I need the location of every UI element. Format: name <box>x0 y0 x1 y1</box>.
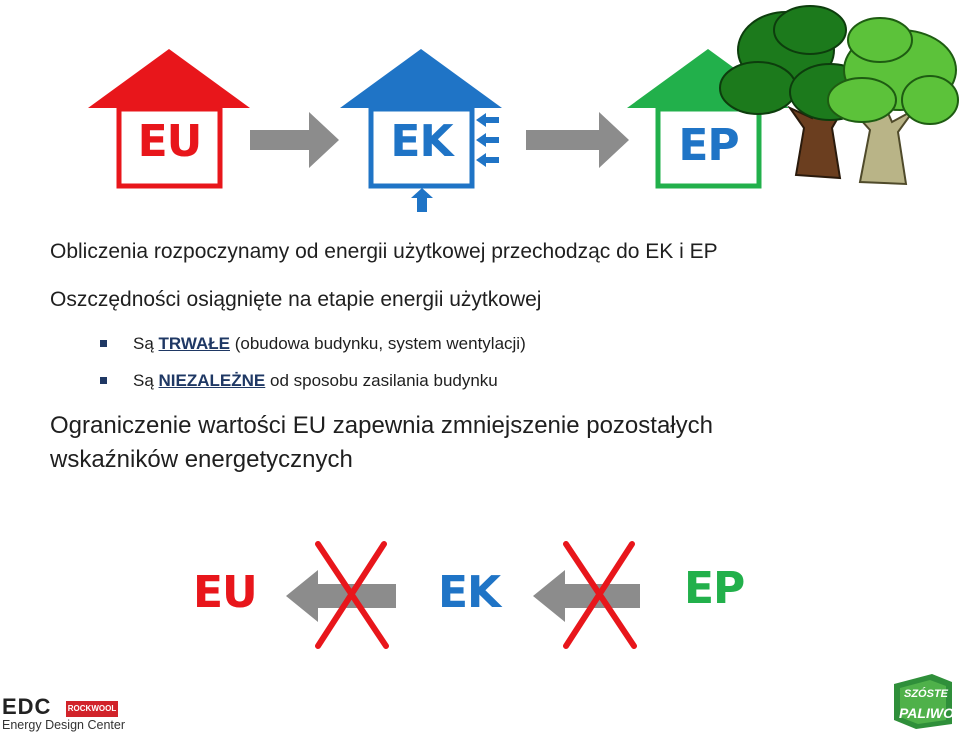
bottom-label-ep: EP <box>684 563 745 614</box>
cross-out-icon <box>563 541 637 649</box>
cross-out-icon <box>315 541 389 649</box>
house-ek <box>340 49 502 212</box>
house-label-eu: EU <box>137 116 203 167</box>
house-label-ep: EP <box>678 120 739 171</box>
text-line-3b: wskaźników energetycznych <box>50 446 353 473</box>
bullet-item-2: Są NIEZALEŻNE od sposobu zasilania budyn… <box>133 371 498 391</box>
bottom-label-ek: EK <box>438 567 501 618</box>
text-line-1: Obliczenia rozpoczynamy od energii użytk… <box>50 240 718 263</box>
rockwool-logo: ROCKWOOL <box>66 701 118 717</box>
top-flow-graphic <box>88 5 959 212</box>
bullet-icon <box>100 340 107 347</box>
szoste-paliwo-logo <box>894 674 952 729</box>
bottom-flow-graphic <box>286 541 640 649</box>
bullet-1-strong: TRWAŁE <box>158 334 230 353</box>
edc-caption: Energy Design Center <box>2 718 125 732</box>
edc-logo: EDC <box>2 694 52 719</box>
arrow-right-icon <box>250 112 339 168</box>
bullet-item-1: Są TRWAŁE (obudowa budynku, system wenty… <box>133 334 526 354</box>
arrow-right-icon <box>526 112 629 168</box>
badge-bottom-text: PALIWO <box>899 705 954 721</box>
bullet-1-rest: (obudowa budynku, system wentylacji) <box>230 334 526 353</box>
bullet-2-prefix: Są <box>133 371 159 390</box>
bottom-label-eu: EU <box>193 567 258 618</box>
arrow-left-icon <box>533 570 640 622</box>
bullet-1-prefix: Są <box>133 334 159 353</box>
text-line-2: Oszczędności osiągnięte na etapie energi… <box>50 288 542 311</box>
arrow-left-icon <box>286 570 396 622</box>
bullet-icon <box>100 377 107 384</box>
house-eu <box>88 49 250 189</box>
bullet-2-rest: od sposobu zasilania budynku <box>265 371 498 390</box>
bullet-2-strong: NIEZALEŻNE <box>158 371 266 390</box>
trees-illustration <box>719 5 959 186</box>
house-label-ek: EK <box>390 116 453 167</box>
text-line-3a: Ograniczenie wartości EU zapewnia zmniej… <box>50 412 713 439</box>
badge-top-text: SZÓSTE <box>904 688 949 700</box>
